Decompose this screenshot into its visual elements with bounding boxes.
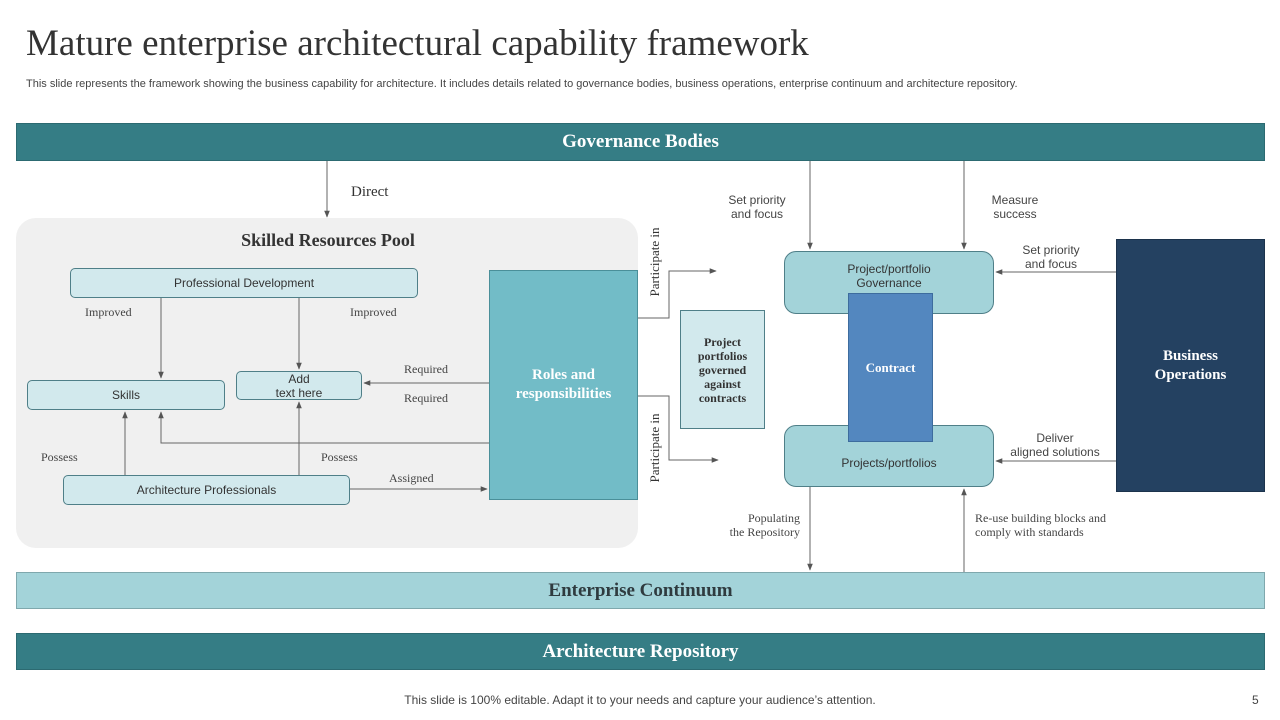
roles-responsibilities-node: Roles and responsibilities — [489, 270, 638, 500]
governance-bodies-band: Governance Bodies — [16, 123, 1265, 161]
improved-right-label: Improved — [350, 305, 397, 319]
set-priority-top-label: Set priority and focus — [728, 193, 786, 221]
set-priority-right-label: Set priority and focus — [1022, 243, 1080, 271]
pool-title: Skilled Resources Pool — [241, 230, 415, 250]
assigned-label: Assigned — [389, 471, 434, 485]
page-number: 5 — [1252, 693, 1259, 707]
participate-bottom-arrow — [638, 395, 719, 463]
add-text-node[interactable]: Add text here — [236, 371, 362, 400]
direct-label: Direct — [351, 184, 389, 200]
contract-node: Contract — [848, 293, 933, 442]
improved-left-label: Improved — [85, 305, 132, 319]
required-top-label: Required — [404, 362, 448, 376]
business-operations-node: Business Operations — [1116, 239, 1265, 492]
professional-development-node: Professional Development — [70, 268, 418, 298]
architecture-repository-band: Architecture Repository — [16, 633, 1265, 670]
skills-node: Skills — [27, 380, 225, 410]
enterprise-continuum-band: Enterprise Continuum — [16, 572, 1265, 609]
populating-label: Populating the Repository — [729, 511, 800, 539]
architecture-professionals-node: Architecture Professionals — [63, 475, 350, 505]
page-subtitle: This slide represents the framework show… — [26, 78, 1018, 90]
participate-top-arrow — [638, 268, 717, 319]
required-bottom-label: Required — [404, 391, 448, 405]
possess-right-label: Possess — [321, 450, 358, 464]
possess-left-label: Possess — [41, 450, 78, 464]
page-title: Mature enterprise architectural capabili… — [26, 23, 809, 64]
deliver-label: Deliver aligned solutions — [1010, 431, 1100, 459]
participate-bottom-label: Participate in — [647, 413, 662, 483]
participate-top-label: Participate in — [647, 227, 662, 297]
measure-success-label: Measure success — [991, 193, 1039, 221]
footer-note: This slide is 100% editable. Adapt it to… — [404, 693, 876, 707]
reuse-label: Re-use building blocks and comply with s… — [975, 511, 1106, 539]
required-skills-arrow — [158, 411, 489, 444]
project-portfolios-governed-node: Project portfolios governed against cont… — [680, 310, 765, 429]
